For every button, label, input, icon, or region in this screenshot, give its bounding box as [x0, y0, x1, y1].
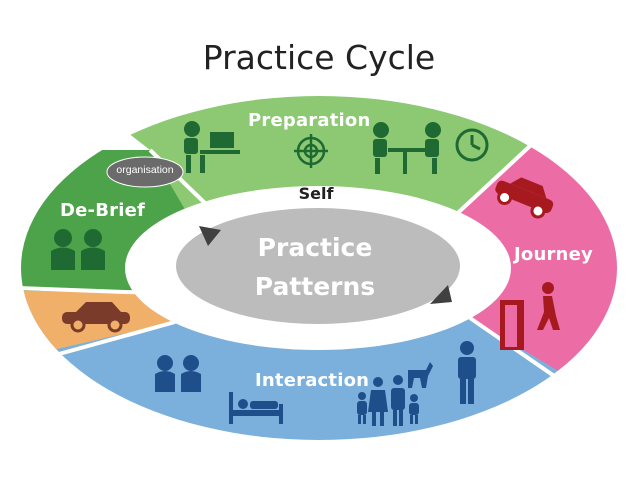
person-at-desk-icon [184, 121, 240, 173]
debrief-label: De-Brief [60, 200, 146, 221]
page-title: Practice Cycle [202, 38, 436, 77]
center-label: Practice Patterns [230, 228, 400, 306]
organisation-badge [106, 156, 184, 188]
interaction-label: Interaction [255, 370, 370, 391]
preparation-label: Preparation [248, 110, 371, 131]
exit-door-icon [500, 282, 560, 350]
meeting-icon [373, 122, 441, 174]
debrief-people-icon [51, 229, 105, 270]
family-icon [357, 362, 433, 426]
center-line-2: Patterns [254, 272, 376, 301]
target-icon [294, 134, 328, 168]
two-people-icon [155, 355, 201, 392]
center-line-1: Practice [257, 233, 373, 262]
car-small-icon [62, 302, 130, 333]
bed-icon [229, 392, 283, 424]
center-ellipse [176, 208, 460, 324]
self-label: Self [298, 184, 334, 203]
cycle-arrow-icon [199, 226, 221, 246]
journey-label: Journey [514, 244, 593, 265]
car-icon [495, 177, 554, 219]
organisation-label: organisation [116, 164, 174, 176]
person-standing-icon [458, 341, 476, 404]
cycle-arrow-icon [430, 285, 452, 304]
clock-icon [455, 128, 489, 162]
